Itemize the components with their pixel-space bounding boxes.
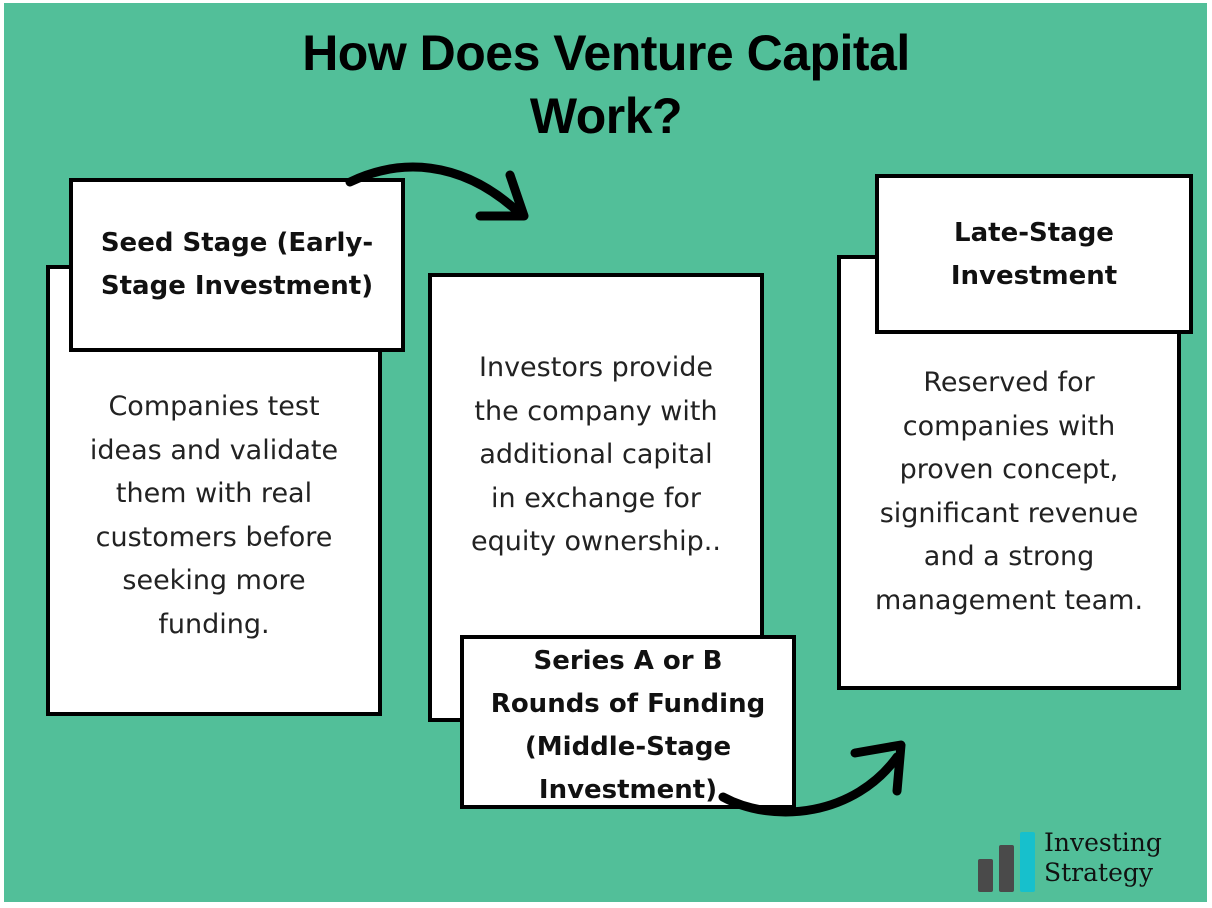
series-ab-description: Investors provide the company with addit… bbox=[471, 352, 721, 557]
series-ab-heading: Series A or B Rounds of Funding (Middle-… bbox=[490, 646, 766, 805]
late-stage-heading: Late-Stage Investment bbox=[950, 218, 1118, 291]
curved-arrow-icon bbox=[718, 740, 906, 817]
seed-stage-heading-card bbox=[69, 178, 405, 352]
seed-stage-description: Companies test ideas and validate them w… bbox=[89, 391, 339, 640]
investing-strategy-logo: Investing Strategy bbox=[976, 828, 1186, 892]
title-line-2: Work? bbox=[529, 88, 683, 144]
series-ab-heading-card bbox=[460, 635, 796, 809]
late-stage-description: Reserved for companies with proven conce… bbox=[874, 367, 1144, 616]
curved-arrow-icon bbox=[345, 162, 529, 221]
title-line-1: How Does Venture Capital bbox=[302, 25, 910, 81]
seed-stage-heading: Seed Stage (Early- Stage Investment) bbox=[100, 228, 374, 301]
page-title: How Does Venture Capital Work? bbox=[0, 22, 1212, 148]
logo-wordmark: Investing Strategy bbox=[1044, 828, 1162, 887]
late-stage-heading-card bbox=[875, 174, 1193, 334]
